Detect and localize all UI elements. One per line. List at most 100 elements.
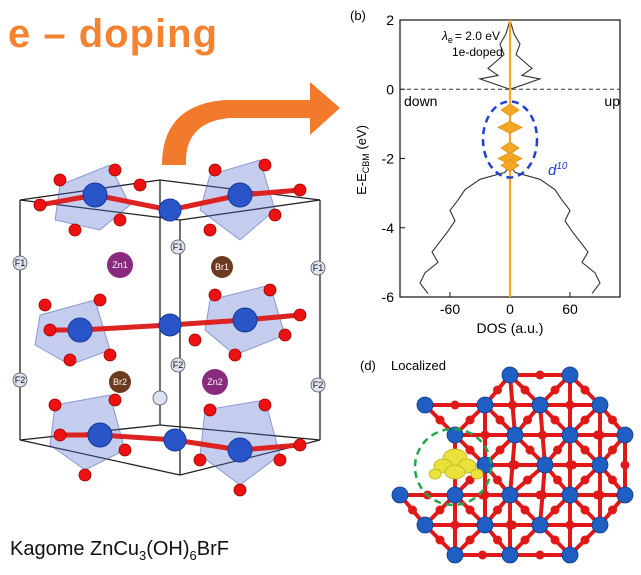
o-atom — [593, 490, 602, 500]
x-axis-label: DOS (a.u.) — [477, 320, 544, 336]
doping-title: e – doping — [8, 12, 218, 56]
o-atom — [608, 505, 617, 515]
d10-label: d10 — [548, 161, 568, 179]
o-atom — [580, 445, 590, 455]
o-atom — [580, 505, 590, 515]
o-atom — [538, 430, 547, 440]
dos-curve-up — [509, 19, 601, 294]
cu-atoms — [67, 182, 258, 463]
cu-atom — [561, 426, 579, 444]
o-atom — [493, 535, 502, 545]
o-atom — [535, 370, 545, 380]
br1-atom — [211, 256, 233, 278]
o-atom — [495, 415, 505, 425]
atom-label-f2: F2 — [15, 375, 26, 385]
y-tick-label: 2 — [386, 12, 394, 28]
atom-label-f1: F1 — [313, 263, 324, 273]
o-atom — [520, 385, 530, 395]
o-atom — [465, 475, 475, 485]
x-tick-label: 60 — [562, 301, 578, 317]
crystal-structure: F1 F1 F1 Zn1 Br1 F2 F2 F2 Br2 Zn2 — [12, 158, 326, 497]
panel-b-label: (b) — [350, 8, 366, 23]
o-atom — [608, 445, 617, 455]
atom-label-f2: F2 — [173, 360, 184, 370]
o-atom — [553, 445, 562, 455]
atom-label-zn2: Zn2 — [207, 377, 223, 387]
atom-label-br1: Br1 — [215, 262, 229, 272]
orange-dos-peak — [500, 141, 520, 155]
o-atom — [525, 445, 535, 455]
down-label: down — [404, 93, 437, 109]
cu-atom — [591, 396, 609, 414]
cu-atom — [501, 366, 519, 384]
cu-atom — [501, 546, 519, 564]
atom-label-zn1: Zn1 — [112, 260, 128, 270]
lambda-label: λe= 2.0 eV — [441, 29, 500, 45]
cu-atom — [416, 516, 434, 534]
cu-atom — [561, 486, 579, 504]
y-axis-label: E-ECBM (eV) — [354, 125, 371, 195]
o-atom — [568, 460, 577, 470]
zn1-atom — [107, 252, 133, 278]
o-atom — [535, 490, 545, 500]
o-atom — [465, 505, 475, 515]
o-atom — [620, 460, 630, 470]
cu-atom — [476, 396, 494, 414]
o-atom — [550, 535, 560, 545]
cu-atom — [446, 546, 464, 564]
o-atom — [408, 505, 417, 515]
localized-lattice: (d) Localized — [360, 358, 634, 564]
cu-atom — [531, 396, 549, 414]
f-atom — [310, 260, 326, 276]
o-atom — [493, 385, 502, 395]
atom-label-f2: F2 — [313, 380, 324, 390]
f-atom — [170, 239, 186, 255]
atom-label-f1: F1 — [173, 242, 184, 252]
o-atom — [523, 415, 532, 425]
panel-d-label: (d) — [360, 358, 376, 373]
f-atom — [310, 377, 326, 393]
o-atom — [465, 415, 475, 425]
panel-d-title: Localized — [391, 358, 446, 373]
x-tick-label: -60 — [440, 301, 460, 317]
o-atom — [450, 520, 460, 530]
orange-dos-peak — [500, 158, 520, 172]
o-atom — [565, 400, 575, 410]
y-tick-label: -4 — [382, 220, 395, 236]
o-atom — [550, 415, 560, 425]
cu-atom — [536, 456, 554, 474]
y-tick-label: -6 — [382, 289, 395, 305]
o-atom — [435, 535, 445, 545]
cu-atom — [506, 426, 524, 444]
o-atom — [508, 520, 517, 530]
o-atom — [508, 400, 517, 410]
f-atom — [152, 390, 168, 406]
o-atom — [580, 535, 590, 545]
cu-atom — [531, 516, 549, 534]
cu-atom — [561, 366, 579, 384]
o-atom — [565, 520, 575, 530]
o-atom — [478, 550, 487, 560]
d10-highlight-ellipse — [481, 100, 539, 179]
br2-atom — [109, 371, 131, 393]
o-atom — [553, 475, 562, 485]
zn2-atom — [202, 369, 228, 395]
o-atom — [450, 400, 460, 410]
cu-atom — [501, 486, 519, 504]
o-atom — [435, 415, 445, 425]
f-atom — [12, 372, 28, 388]
cu-atom — [446, 426, 464, 444]
o-atom — [510, 460, 520, 470]
atom-label-br2: Br2 — [113, 377, 127, 387]
o-atoms — [33, 158, 307, 497]
dos-curve-down — [419, 19, 511, 294]
localization-circle — [413, 427, 493, 507]
atom-label-f1: F1 — [15, 258, 26, 268]
doping-label: 1e-doped — [452, 45, 503, 59]
o-atom — [520, 505, 530, 515]
o-atom — [493, 475, 502, 485]
cu-atom — [591, 516, 609, 534]
cu-atom — [476, 456, 494, 474]
f-atom — [12, 255, 28, 271]
